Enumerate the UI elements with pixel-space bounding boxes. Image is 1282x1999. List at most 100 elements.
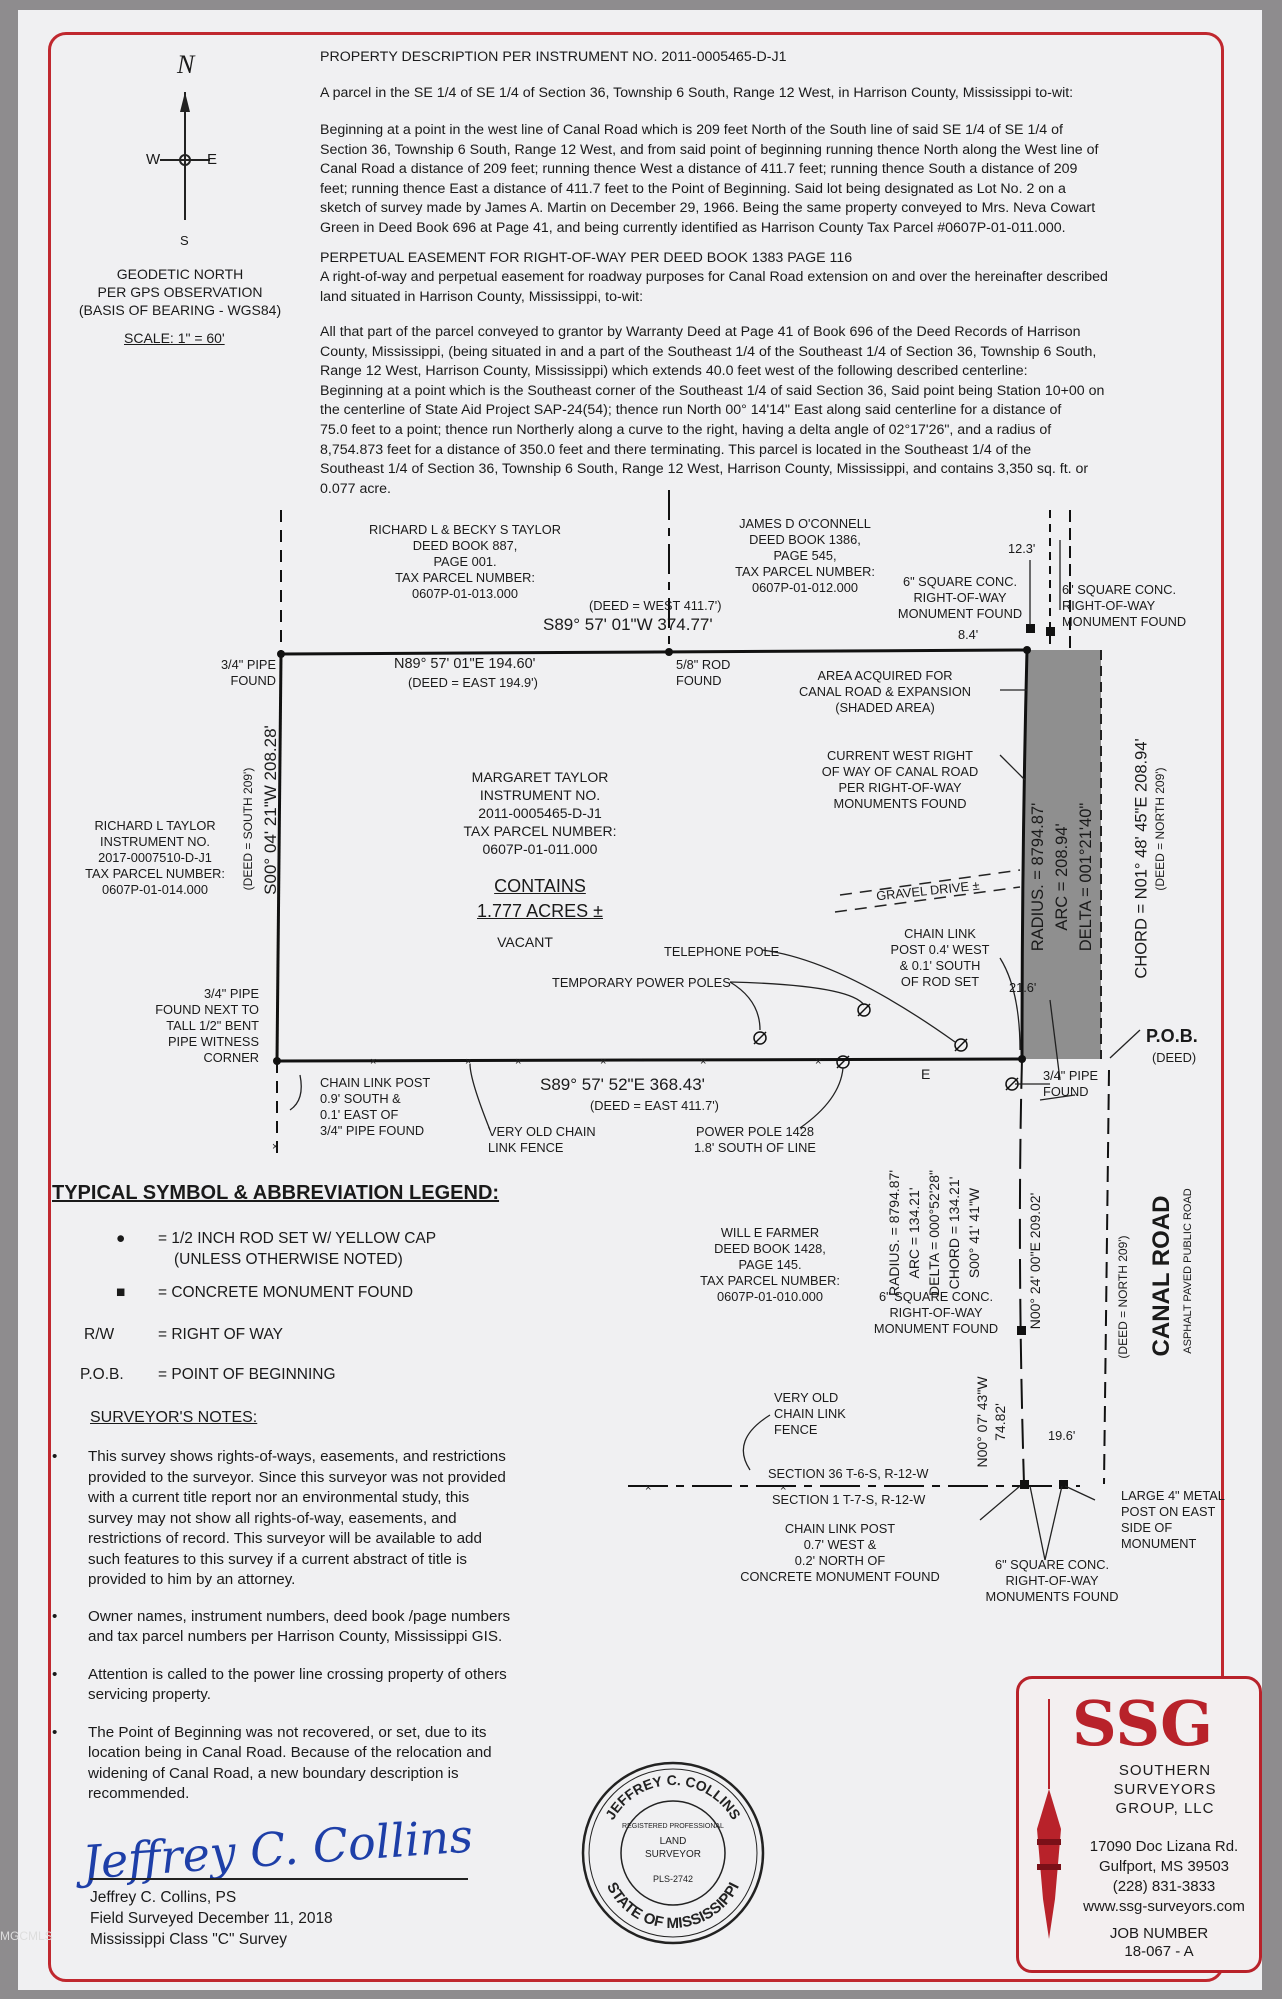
monument-markers bbox=[273, 624, 1068, 1489]
seal-number: PLS-2742 bbox=[653, 1874, 693, 1884]
pole-symbols bbox=[753, 1003, 1019, 1091]
surveyor-seal: JEFFREY C. COLLINS STATE OF MISSISSIPPI … bbox=[581, 1761, 765, 1945]
dim-12-3: 12.3' bbox=[1008, 541, 1036, 556]
legend-rod-icon: ● bbox=[116, 1230, 126, 1247]
e-mark: E bbox=[921, 1066, 931, 1082]
svg-text:×: × bbox=[515, 1056, 521, 1068]
section-36-label: SECTION 36 T-6-S, R-12-W bbox=[768, 1466, 929, 1481]
sheet-border bbox=[48, 32, 1224, 1982]
svg-text:STATE OF MISSISSIPPI: STATE OF MISSISSIPPI bbox=[603, 1880, 743, 1932]
vacant-label: VACANT bbox=[497, 934, 553, 950]
note-1: • This survey shows rights-of-ways, ease… bbox=[52, 1448, 506, 1588]
pob-deed-label: (DEED) bbox=[1152, 1050, 1197, 1065]
notes-title: SURVEYOR'S NOTES: bbox=[90, 1409, 258, 1426]
svg-text:×: × bbox=[465, 1056, 471, 1068]
dim-8-4: 8.4' bbox=[958, 627, 979, 642]
property-boundary bbox=[275, 648, 1029, 1063]
north-label: N bbox=[177, 50, 195, 79]
south-bearing: S89° 57' 52"E 368.43' bbox=[540, 1075, 705, 1094]
north-deed-call: (DEED = WEST 411.7') bbox=[589, 598, 722, 613]
parcel-description: Beginning at a point in the west line of… bbox=[320, 122, 1099, 236]
note-3: • Attention is called to the power line … bbox=[52, 1665, 507, 1704]
legend-monument-icon: ■ bbox=[116, 1284, 126, 1301]
easement-title: PERPETUAL EASEMENT FOR RIGHT-OF-WAY PER … bbox=[320, 250, 853, 266]
north-west-segment: N89° 57' 01"E 194.60' bbox=[394, 656, 536, 672]
scale-label: SCALE: 1" = 60' bbox=[124, 330, 225, 346]
leader-lines bbox=[289, 540, 1141, 1561]
contains-label: CONTAINS bbox=[494, 876, 586, 896]
svg-text:×: × bbox=[645, 1482, 651, 1494]
pob-label: P.O.B. bbox=[1146, 1026, 1198, 1046]
north-west-deed-call: (DEED = EAST 194.9') bbox=[408, 675, 538, 690]
watermark: MGCMLS bbox=[0, 1929, 53, 1943]
road-bearing: N00° 24' 00"E 209.02' bbox=[1027, 1192, 1043, 1330]
canal-road-label: CANAL ROAD bbox=[1148, 1195, 1175, 1357]
west-bearing: S00° 04' 21"W 208.28' bbox=[261, 725, 280, 895]
section-1-label: SECTION 1 T-7-S, R-12-W bbox=[772, 1492, 926, 1507]
svg-text:×: × bbox=[600, 1056, 606, 1068]
north-bearing: S89° 57' 01"W 374.77' bbox=[543, 615, 713, 634]
temporary-poles-label: TEMPORARY POWER POLES bbox=[552, 975, 731, 990]
note-4: • The Point of Beginning was not recover… bbox=[52, 1723, 492, 1803]
curve-1-data: RADIUS. = 8794.87'ARC = 208.94'DELTA = 0… bbox=[1029, 802, 1095, 952]
legend-pob-abbr: P.O.B. bbox=[80, 1366, 124, 1383]
plumb-bob-icon bbox=[1037, 1699, 1061, 1939]
acreage-label: 1.777 ACRES ± bbox=[477, 901, 603, 921]
svg-text:×: × bbox=[370, 1056, 376, 1068]
chord-1-bearing: CHORD = N01° 48' 45"E 208.94' bbox=[1132, 738, 1151, 979]
svg-text:×: × bbox=[815, 1056, 821, 1068]
surveyor-notes: • This survey shows rights-of-ways, ease… bbox=[52, 1447, 510, 1805]
adjoiner-lines bbox=[276, 490, 1110, 1487]
svg-text:×: × bbox=[700, 1056, 706, 1068]
canal-deed-call: (DEED = NORTH 209') bbox=[1116, 1235, 1130, 1359]
telephone-pole-label: TELEPHONE POLE bbox=[664, 944, 780, 959]
company-address: 17090 Doc Lizana Rd.Gulfport, MS 39503(2… bbox=[1083, 1838, 1245, 1915]
dim-19-6: 19.6' bbox=[1048, 1428, 1076, 1443]
west-deed-call: (DEED = SOUTH 209') bbox=[241, 767, 255, 891]
dim-21-6: 21.6' bbox=[1009, 980, 1037, 995]
east-label: E bbox=[207, 151, 218, 168]
west-label: W bbox=[146, 151, 161, 168]
shaded-acquired-area bbox=[1022, 650, 1101, 1059]
legend-rod-text: = 1/2 INCH ROD SET W/ YELLOW CAP(UNLESS … bbox=[158, 1230, 437, 1268]
seal-state: STATE OF MISSISSIPPI bbox=[603, 1880, 743, 1932]
svg-text:×: × bbox=[272, 1141, 278, 1153]
legend-title: TYPICAL SYMBOL & ABBREVIATION LEGEND: bbox=[52, 1182, 500, 1204]
south-label: S bbox=[180, 233, 189, 248]
note-2: • Owner names, instrument numbers, deed … bbox=[52, 1607, 511, 1646]
south-deed-call: (DEED = EAST 411.7') bbox=[590, 1098, 719, 1113]
easement-description: All that part of the parcel conveyed to … bbox=[320, 324, 1105, 497]
legend-pob-text: = POINT OF BEGINNING bbox=[158, 1366, 336, 1383]
north-arrow-icon bbox=[160, 92, 210, 220]
chord-1-deed-call: (DEED = NORTH 209') bbox=[1153, 767, 1167, 891]
canal-road-subtitle: ASPHALT PAVED PUBLIC ROAD bbox=[1182, 1188, 1194, 1354]
seal-land: LAND bbox=[660, 1836, 687, 1847]
